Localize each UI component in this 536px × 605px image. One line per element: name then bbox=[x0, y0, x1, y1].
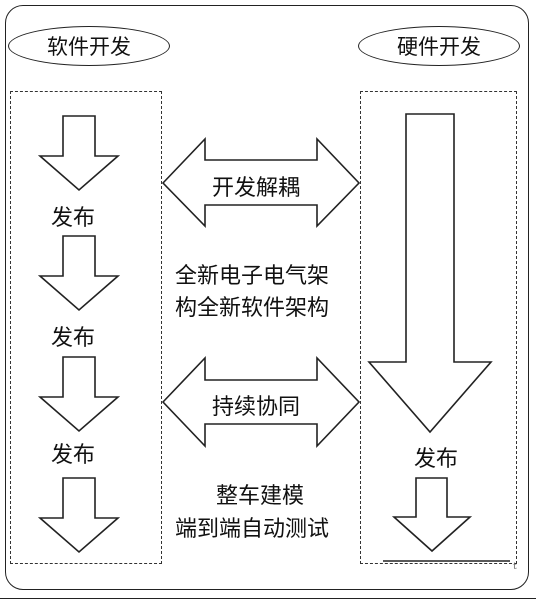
testing-line-2: 端到端自动测试 bbox=[175, 517, 330, 542]
software-column bbox=[10, 91, 162, 564]
software-dev-title: 软件开发 bbox=[8, 26, 170, 66]
hardware-column bbox=[360, 91, 517, 564]
double-arrow-decoupling bbox=[161, 137, 361, 228]
hardware-corner-mark: t bbox=[513, 562, 517, 572]
software-dev-title-text: 软件开发 bbox=[47, 35, 131, 59]
architecture-line-2: 构全新软件架构 bbox=[175, 296, 330, 321]
hardware-release: 发布 bbox=[414, 447, 459, 472]
collaboration-label: 持续协同 bbox=[212, 395, 301, 420]
software-down-arrow-4 bbox=[37, 477, 121, 554]
testing-line-1: 整车建模 bbox=[216, 484, 305, 509]
bottom-rule bbox=[0, 598, 536, 599]
software-down-arrow-2 bbox=[37, 235, 121, 312]
outer-frame bbox=[5, 5, 529, 590]
software-release-3: 发布 bbox=[51, 443, 96, 468]
hardware-dev-title-text: 硬件开发 bbox=[397, 35, 481, 59]
hardware-small-down-arrow bbox=[391, 477, 473, 553]
software-release-2: 发布 bbox=[51, 326, 96, 351]
hardware-dev-title: 硬件开发 bbox=[358, 26, 520, 66]
decoupling-label: 开发解耦 bbox=[212, 176, 301, 201]
hardware-long-down-arrow bbox=[367, 113, 493, 434]
double-arrow-collaboration bbox=[161, 356, 361, 448]
software-down-arrow-1 bbox=[37, 115, 121, 192]
software-down-arrow-3 bbox=[37, 356, 121, 433]
software-release-1: 发布 bbox=[51, 206, 96, 231]
architecture-line-1: 全新电子电气架 bbox=[175, 264, 330, 289]
